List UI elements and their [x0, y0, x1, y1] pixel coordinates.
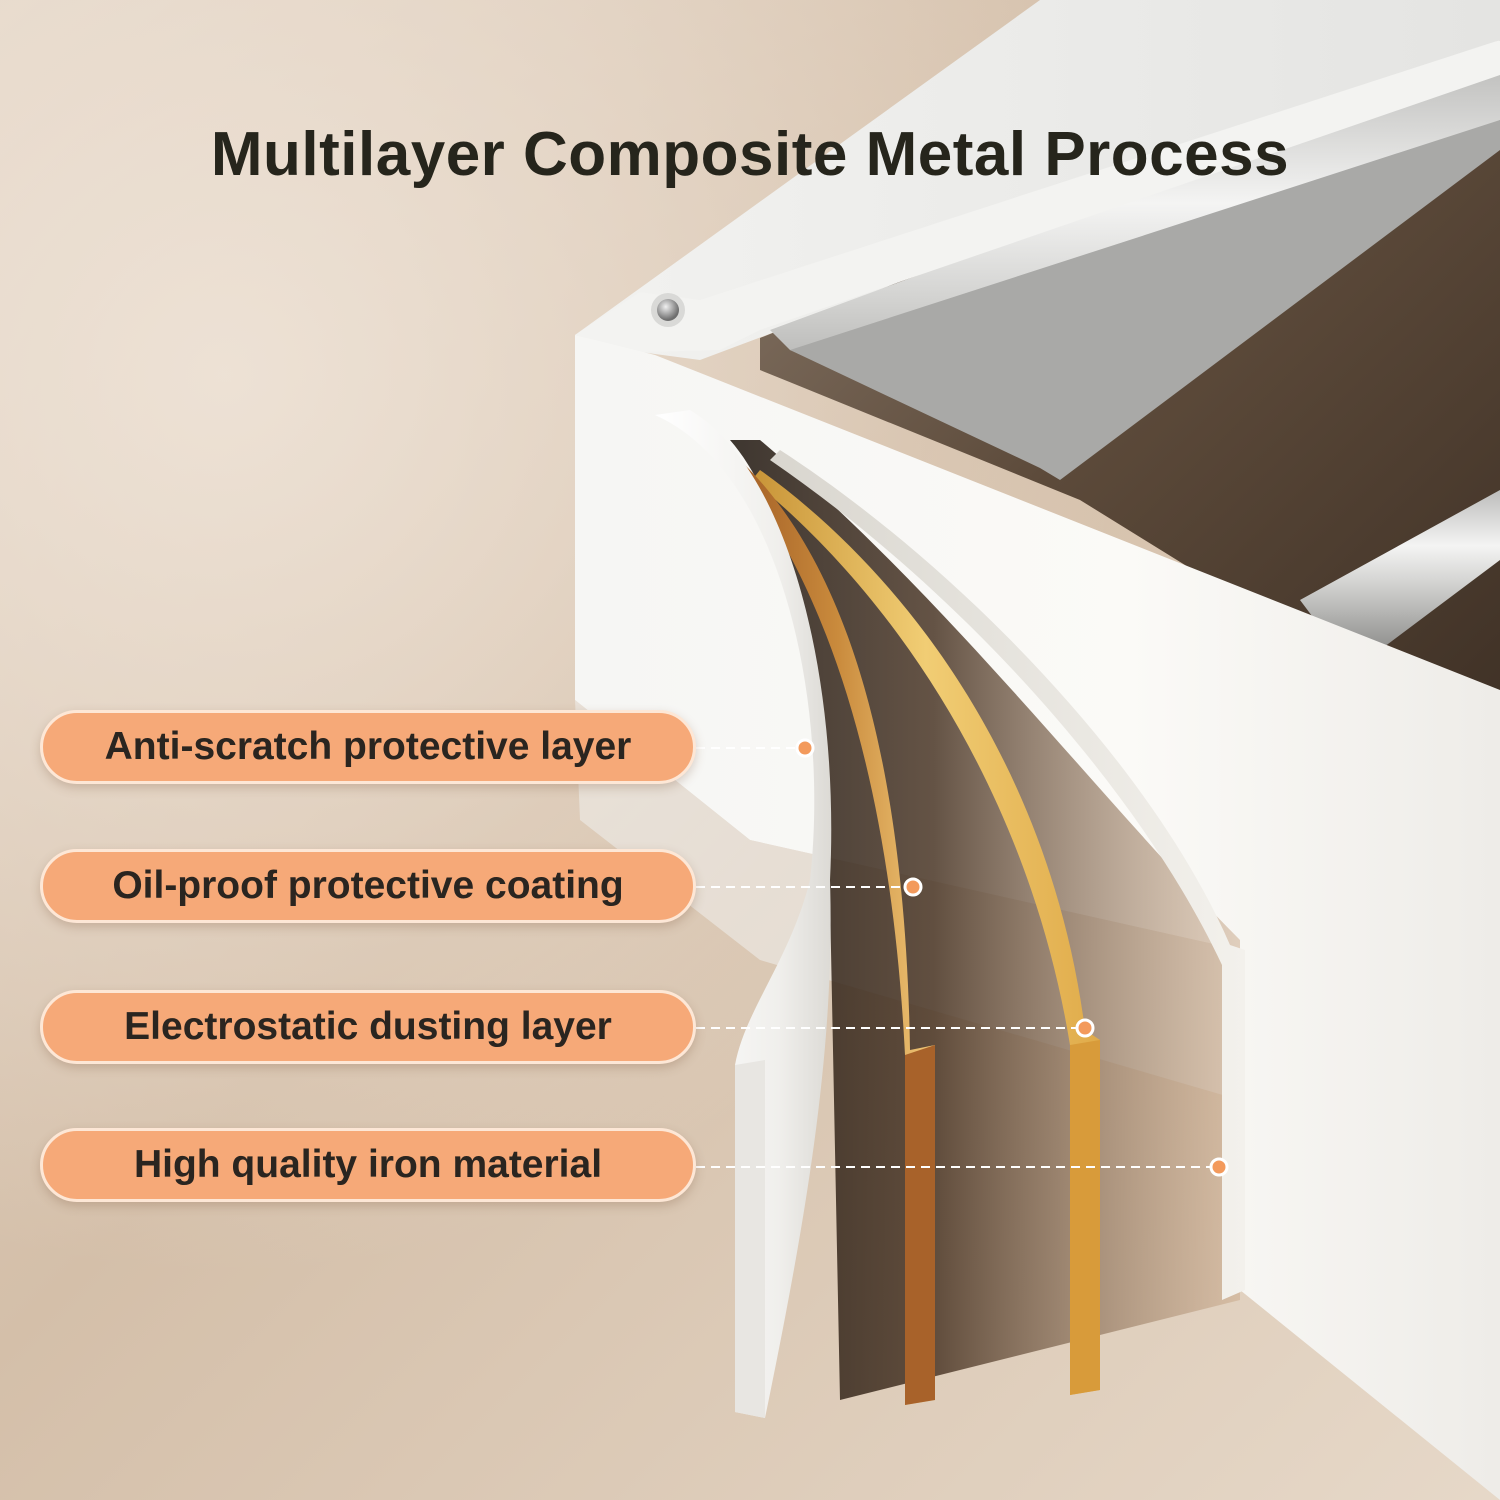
- screw-icon: [651, 293, 685, 327]
- callout-4: [696, 1157, 1229, 1177]
- callout-1: [696, 738, 815, 758]
- callout-2: [696, 877, 923, 897]
- frame-rim: [575, 40, 1500, 352]
- rail-lower: [1300, 490, 1500, 650]
- rail-upper-edge: [790, 120, 1500, 480]
- layer-white-edge: [735, 1060, 765, 1418]
- layer-gold: [752, 470, 1100, 1395]
- label-iron-material: High quality iron material: [40, 1128, 696, 1202]
- layer-gold-edge: [1070, 1040, 1100, 1395]
- page-title: Multilayer Composite Metal Process: [210, 120, 1290, 189]
- label-electrostatic-dusting-layer: Electrostatic dusting layer: [40, 990, 696, 1064]
- label-oil-proof-coating: Oil-proof protective coating: [40, 849, 696, 923]
- layer-copper-edge: [905, 1045, 935, 1405]
- callout-3: [696, 1018, 1095, 1038]
- label-anti-scratch-layer: Anti-scratch protective layer: [40, 710, 696, 784]
